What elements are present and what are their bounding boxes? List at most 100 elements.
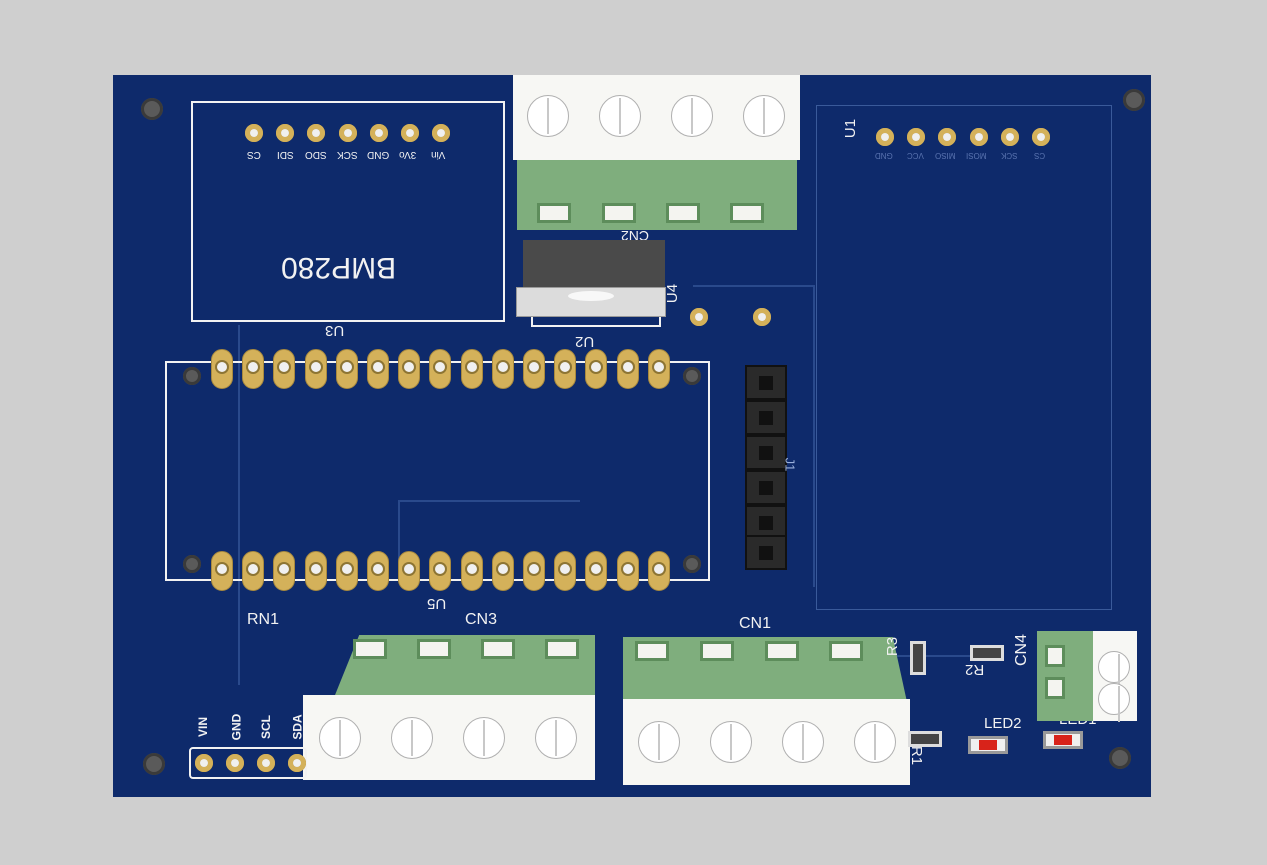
bmp280-pad (370, 124, 388, 142)
i2c-pad (226, 754, 244, 772)
j1-header-pin (745, 365, 787, 400)
u5-pin (554, 349, 577, 389)
bmp280-pin-label: SDO (305, 149, 327, 160)
u5-pin (211, 349, 233, 389)
terminal-latch (1045, 645, 1065, 667)
bmp280-pad (276, 124, 294, 142)
terminal-latch (765, 641, 799, 661)
terminal-latch (481, 639, 515, 659)
bmp280-pad (339, 124, 357, 142)
bmp280-pin-label: Vin (431, 149, 446, 160)
j1-header-pin (745, 400, 787, 435)
u1-pin-label: VCC (907, 151, 924, 160)
screw-icon (535, 717, 577, 759)
regulator-tab (516, 287, 666, 317)
r2-label: R2 (965, 661, 985, 678)
u1-pin-label: MISO (935, 151, 956, 160)
regulator-body (523, 240, 665, 290)
bmp280-pin-label: SCK (337, 149, 358, 160)
u1-pad (907, 128, 925, 146)
u5-pin (273, 551, 296, 591)
i2c-pad (288, 754, 306, 772)
led1-die (1054, 735, 1072, 745)
u1-outline (816, 105, 1112, 610)
u2-outline (531, 317, 661, 327)
bmp280-outline (191, 101, 505, 322)
screw-icon (1098, 651, 1130, 690)
screw-icon (743, 95, 785, 137)
i2c-pin-label: VIN (196, 716, 211, 738)
u5-pin (585, 551, 608, 591)
mounting-hole (1123, 89, 1145, 111)
u3-label: U3 (325, 322, 345, 339)
bmp280-pad (432, 124, 450, 142)
u5-pin (523, 551, 545, 591)
terminal-latch (730, 203, 764, 223)
u5-pin (242, 349, 265, 389)
r3-resistor (910, 641, 926, 675)
bmp280-pad (245, 124, 263, 142)
u1-pin-label: GND (875, 151, 893, 160)
terminal-latch (1045, 677, 1065, 699)
u1-pad (1001, 128, 1019, 146)
screw-icon (1098, 683, 1130, 722)
led2 (968, 736, 1008, 754)
bmp280-pin-label: SDI (277, 149, 294, 160)
u5-pin (304, 349, 327, 389)
u4-pad (753, 308, 771, 326)
screw-icon (599, 95, 641, 137)
mounting-hole (141, 98, 163, 120)
terminal-latch (353, 639, 387, 659)
trace (398, 500, 580, 582)
trace (693, 285, 815, 587)
screw-icon (319, 717, 361, 759)
screw-icon (391, 717, 433, 759)
u1-label: U1 (842, 118, 860, 139)
u5-pin (616, 551, 639, 591)
u1-pad (970, 128, 988, 146)
led1 (1043, 731, 1083, 749)
u5-pin (647, 551, 670, 591)
r1-label: R1 (908, 745, 926, 766)
u5-pin (585, 349, 608, 389)
u5-pin (335, 349, 358, 389)
u5-pin (335, 551, 358, 591)
u4-label: U4 (664, 283, 682, 304)
u5-pin (491, 349, 514, 389)
u5-mount-hole (183, 367, 201, 385)
i2c-pad (195, 754, 213, 772)
u4-pad (690, 308, 708, 326)
terminal-latch (545, 639, 579, 659)
u5-top-pin-row (211, 349, 681, 391)
screw-icon (782, 721, 824, 763)
screw-icon (638, 721, 680, 763)
u5-mount-hole (183, 555, 201, 573)
u5-pin (242, 551, 265, 591)
cn4-label: CN4 (1013, 633, 1031, 667)
u5-pin (367, 551, 389, 591)
rn1-label: RN1 (247, 611, 280, 628)
screw-icon (527, 95, 569, 137)
j1-header-pin (745, 470, 787, 505)
led2-label: LED2 (984, 715, 1022, 732)
mounting-hole (143, 753, 165, 775)
r3-label: R3 (884, 636, 902, 657)
terminal-latch (829, 641, 863, 661)
u1-pad (1032, 128, 1050, 146)
j1-header-pin (745, 535, 787, 570)
terminal-latch (602, 203, 636, 223)
u5-pin (460, 551, 483, 591)
u5-mount-hole (683, 555, 701, 573)
u5-pin (273, 349, 296, 389)
bmp280-pin-label: GND (367, 149, 390, 160)
u5-pin (554, 551, 577, 591)
i2c-pin-label: SCL (259, 715, 273, 739)
u1-pin-label: CS (1034, 151, 1046, 160)
i2c-pin-label: GND (229, 713, 244, 741)
bmp280-pin-label: 3Vo (399, 149, 417, 160)
u5-pin (367, 349, 389, 389)
j1-label: J1 (782, 457, 798, 472)
mounting-hole (1109, 747, 1131, 769)
screw-icon (671, 95, 713, 137)
u5-pin (429, 349, 452, 389)
